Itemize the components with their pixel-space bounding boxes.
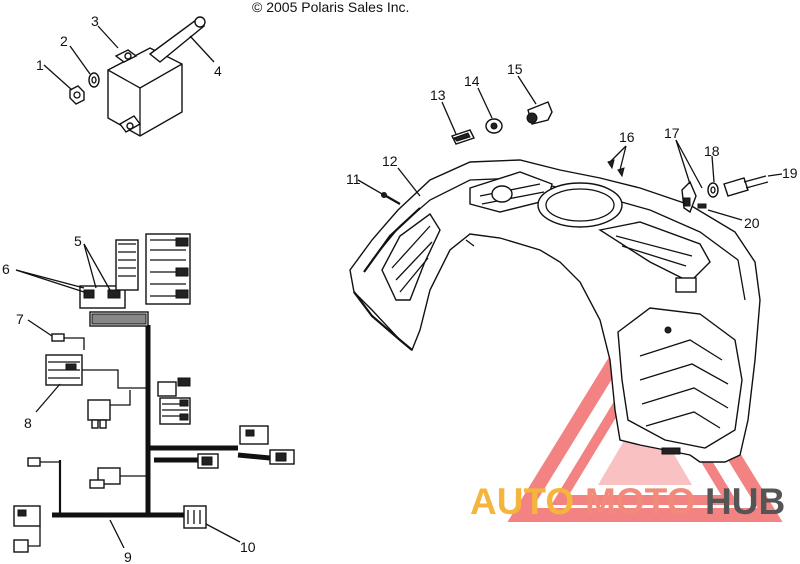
callout-6: 6 bbox=[2, 261, 10, 277]
wiring-harness bbox=[13, 233, 295, 553]
cdi-module-assembly bbox=[69, 16, 206, 137]
callout-7: 7 bbox=[16, 311, 24, 327]
grommet-14 bbox=[485, 118, 503, 134]
callout-5: 5 bbox=[74, 233, 82, 249]
screw-11 bbox=[381, 192, 401, 205]
switch-13 bbox=[451, 129, 475, 145]
mount-17 bbox=[681, 180, 697, 214]
callout-13: 13 bbox=[430, 87, 446, 103]
callout-labels: 1 2 3 4 5 6 7 8 9 10 11 12 13 14 15 16 1… bbox=[2, 13, 798, 564]
callout-12: 12 bbox=[382, 153, 398, 169]
callout-8: 8 bbox=[24, 415, 32, 431]
bolt-19 bbox=[723, 175, 769, 197]
callout-9: 9 bbox=[124, 549, 132, 564]
callout-10: 10 bbox=[240, 539, 256, 555]
nut-20 bbox=[697, 203, 707, 209]
watermark-auto: AUTO bbox=[470, 481, 574, 522]
plug-15 bbox=[526, 101, 553, 125]
washer-18 bbox=[707, 182, 719, 198]
callout-14: 14 bbox=[464, 73, 480, 89]
hood-panel bbox=[349, 159, 761, 463]
callout-19: 19 bbox=[782, 165, 798, 181]
watermark-logo: AUTO MOTO HUB bbox=[470, 481, 785, 522]
callout-4: 4 bbox=[214, 63, 222, 79]
callout-3: 3 bbox=[91, 13, 99, 29]
callout-16: 16 bbox=[619, 129, 635, 145]
callout-15: 15 bbox=[507, 61, 523, 77]
watermark-hub: HUB bbox=[705, 481, 785, 522]
copyright-notice: © 2005 Polaris Sales Inc. bbox=[252, 0, 410, 15]
watermark-moto: MOTO bbox=[585, 481, 695, 522]
leader-lines bbox=[15, 25, 783, 549]
callout-17: 17 bbox=[664, 125, 680, 141]
callout-18: 18 bbox=[704, 143, 720, 159]
callout-20: 20 bbox=[744, 215, 760, 231]
callout-1: 1 bbox=[36, 57, 44, 73]
callout-2: 2 bbox=[60, 33, 68, 49]
clips-16 bbox=[607, 159, 625, 178]
callout-11: 11 bbox=[346, 171, 361, 187]
